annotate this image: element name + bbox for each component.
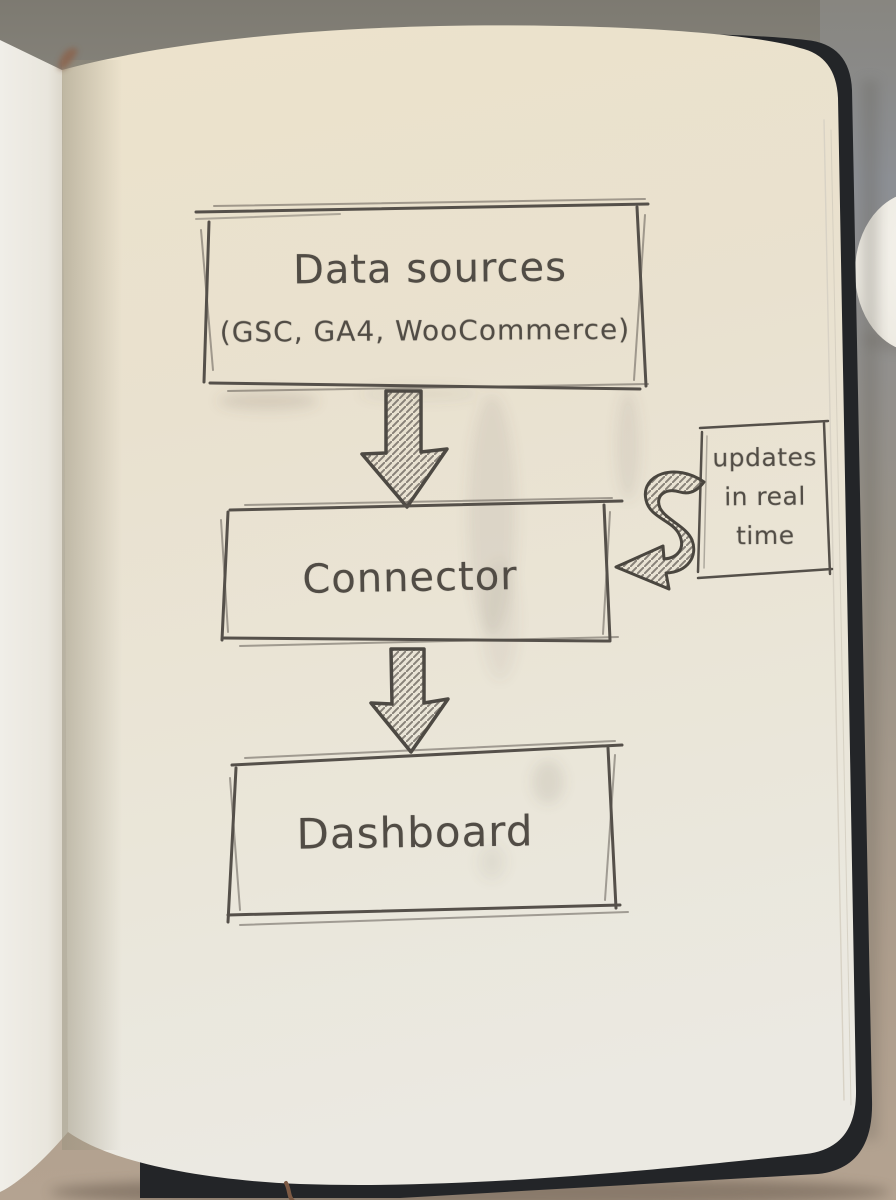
- annotation-line-2: in real: [724, 481, 806, 512]
- gutter-shadow: [62, 60, 122, 1150]
- data-sources-sublabel: (GSC, GA4, WooCommerce): [219, 312, 631, 349]
- bookmark-ribbon-top: [58, 48, 78, 70]
- data-sources-box: [194, 198, 650, 392]
- left-page: [0, 40, 68, 1192]
- annotation-box: [696, 419, 834, 580]
- squiggle-arrow: [614, 470, 706, 591]
- arrow-down-1: [360, 389, 449, 509]
- arrow-down-2: [369, 647, 450, 754]
- dashboard-label: Dashboard: [296, 806, 534, 859]
- annotation-line-1: updates: [712, 442, 818, 473]
- annotation-line-3: time: [735, 520, 795, 551]
- notebook-page: [62, 25, 857, 1185]
- connector-box: [220, 497, 624, 647]
- pencil-smudges: [218, 387, 640, 880]
- connector-label: Connector: [301, 553, 519, 603]
- dashboard-box: [226, 740, 629, 926]
- page-edge-creases: [823, 119, 852, 1106]
- data-sources-label: Data sources: [292, 244, 568, 294]
- annotation-note: updates in real time: [699, 437, 830, 555]
